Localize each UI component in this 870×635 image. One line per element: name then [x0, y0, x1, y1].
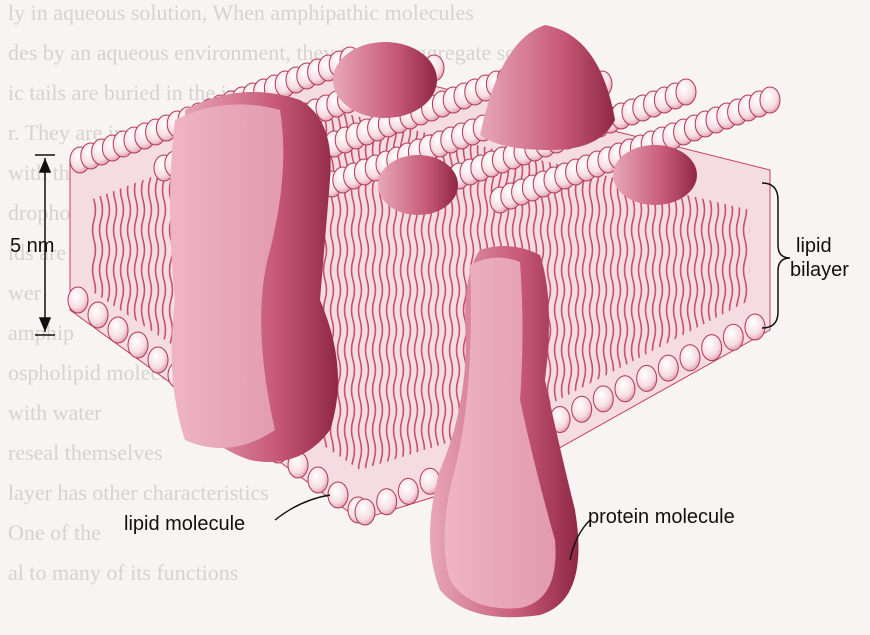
lipid-head — [572, 396, 592, 422]
lipid-molecule-label: lipid molecule — [124, 512, 245, 536]
protein-molecule-label: protein molecule — [588, 505, 735, 529]
lipid-head — [148, 347, 168, 373]
lipid-head — [637, 365, 657, 391]
lipid-head — [308, 467, 328, 493]
lipid-head — [68, 287, 88, 313]
lipid-molecule-pointer — [275, 495, 330, 520]
lipid-head — [377, 489, 397, 515]
protein-top-center — [378, 155, 458, 215]
background-text-line: layer has other characteristics — [8, 480, 269, 505]
background-text-line: al to many of its functions — [8, 560, 238, 585]
lipid-head — [723, 324, 743, 350]
background-text-line: One of the — [8, 520, 101, 545]
lipid-head — [680, 345, 700, 371]
lipid-head — [676, 79, 696, 105]
lipid-head — [658, 355, 678, 381]
lipid-head — [108, 317, 128, 343]
background-text-line: with water — [8, 400, 102, 425]
lipid-head — [745, 314, 765, 340]
background-text-line: amphip — [8, 320, 74, 345]
protein-left-transmembrane — [170, 92, 338, 462]
scale-label: 5 nm — [10, 234, 54, 258]
bilayer-label-line1: lipid — [796, 234, 832, 258]
lipid-head — [615, 376, 635, 402]
lipid-head — [355, 499, 375, 525]
background-text-line: ly in aqueous solution, When amphipathic… — [8, 0, 474, 25]
lipid-head — [328, 482, 348, 508]
lipid-head — [593, 386, 613, 412]
lipid-head — [702, 335, 722, 361]
protein-top-small-left — [333, 42, 437, 118]
protein-top-far-right — [613, 145, 697, 205]
lipid-head — [398, 478, 418, 504]
bilayer-label-line2: bilayer — [790, 258, 849, 282]
background-text-line: wer — [8, 280, 42, 305]
lipid-head — [128, 332, 148, 358]
lipid-head — [88, 302, 108, 328]
lipid-head — [760, 87, 780, 113]
background-text-line: reseal themselves — [8, 440, 163, 465]
